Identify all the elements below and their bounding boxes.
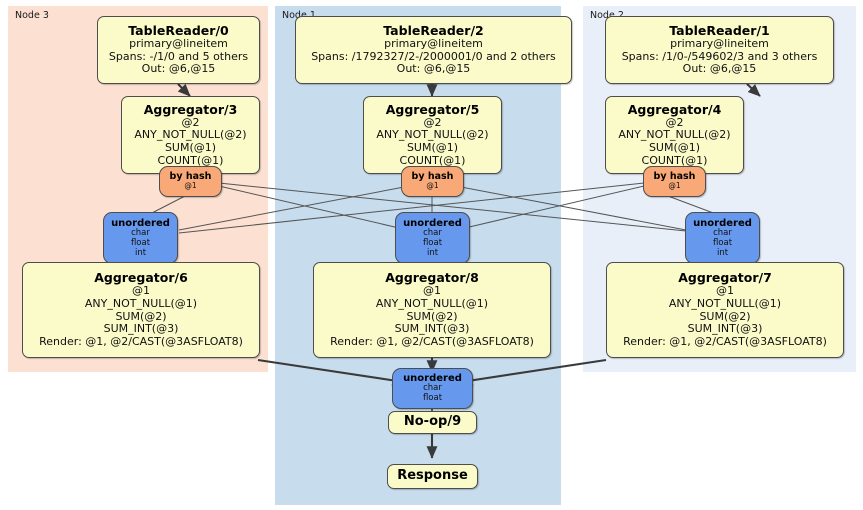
node-detail-line: char	[131, 227, 150, 238]
node-detail-line: primary@lineitem	[384, 36, 483, 50]
node-detail-line: char	[423, 227, 442, 238]
node-tablereader0[interactable]: TableReader/0 primary@lineitem Spans: -/…	[97, 16, 260, 84]
node-detail-line: Spans: /1792327/2-/2000001/0 and 2 other…	[311, 49, 556, 63]
node-detail-line: SUM_INT(@3)	[687, 322, 763, 336]
node-panel-label-node2: Node 2	[590, 10, 624, 21]
node-aggregator5[interactable]: Aggregator/5 @2 ANY_NOT_NULL(@2) SUM(@1)…	[363, 96, 502, 174]
node-detail-line: Out: @6,@15	[682, 62, 757, 76]
node-byhash-aggregator3[interactable]: by hash @1	[159, 166, 222, 197]
node-title: Aggregator/7	[678, 270, 772, 286]
node-detail-line: @1	[716, 284, 734, 298]
node-detail-line: COUNT(@1)	[399, 153, 466, 167]
node-title: Aggregator/6	[94, 270, 188, 286]
node-detail-line: SUM_INT(@3)	[394, 322, 470, 336]
node-tablereader2[interactable]: TableReader/2 primary@lineitem Spans: /1…	[295, 16, 572, 84]
node-detail-line: primary@lineitem	[670, 36, 769, 50]
node-title: No-op/9	[403, 414, 462, 430]
node-detail-line: COUNT(@1)	[157, 153, 224, 167]
node-unordered8[interactable]: unordered char float int	[395, 212, 470, 264]
node-title: unordered	[693, 217, 752, 229]
node-response[interactable]: Response	[387, 464, 478, 489]
node-detail-line: float	[712, 237, 733, 248]
node-byhash-aggregator5[interactable]: by hash @1	[401, 166, 464, 197]
node-detail-line: ANY_NOT_NULL(@2)	[618, 128, 731, 142]
node-detail-line: int	[426, 247, 439, 258]
node-title: unordered	[403, 373, 462, 385]
node-detail-line: COUNT(@1)	[641, 153, 708, 167]
node-aggregator6[interactable]: Aggregator/6 @1 ANY_NOT_NULL(@1) SUM(@2)…	[22, 262, 260, 358]
node-aggregator4[interactable]: Aggregator/4 @2 ANY_NOT_NULL(@2) SUM(@1)…	[605, 96, 744, 174]
node-title: Response	[397, 468, 468, 484]
node-detail-line: SUM(@2)	[699, 309, 751, 323]
node-detail-line: Spans: /1/0-/549602/3 and 3 others	[621, 49, 818, 63]
node-tablereader1[interactable]: TableReader/1 primary@lineitem Spans: /1…	[605, 16, 834, 84]
node-aggregator8[interactable]: Aggregator/8 @1 ANY_NOT_NULL(@1) SUM(@2)…	[313, 262, 551, 358]
node-panel-label-node1: Node 1	[282, 10, 316, 21]
node-unordered7[interactable]: unordered char float int	[685, 212, 760, 264]
node-detail-line: @1	[184, 181, 197, 191]
node-title: TableReader/1	[669, 22, 770, 38]
node-unordered6[interactable]: unordered char float int	[103, 212, 178, 264]
node-detail-line: SUM(@1)	[648, 141, 701, 154]
node-detail-line: @1	[668, 181, 681, 191]
node-title: by hash	[653, 170, 696, 182]
node-detail-line: SUM(@1)	[164, 141, 217, 154]
node-noop9[interactable]: No-op/9	[388, 411, 477, 434]
node-detail-line: float	[130, 237, 151, 248]
node-title: Aggregator/3	[143, 101, 238, 117]
node-title: by hash	[411, 170, 454, 182]
node-aggregator3[interactable]: Aggregator/3 @2 ANY_NOT_NULL(@2) SUM(@1)…	[121, 96, 260, 174]
node-detail-line: ANY_NOT_NULL(@1)	[668, 296, 782, 310]
node-title: unordered	[111, 217, 170, 229]
node-title: TableReader/0	[128, 22, 229, 38]
node-detail-line: SUM_INT(@3)	[103, 322, 179, 336]
node-title: Aggregator/8	[385, 270, 479, 286]
node-detail-line: @2	[423, 115, 442, 129]
node-detail-line: SUM(@1)	[406, 141, 459, 154]
node-detail-line: @2	[181, 115, 200, 129]
node-detail-line: ANY_NOT_NULL(@1)	[375, 296, 489, 310]
node-aggregator7[interactable]: Aggregator/7 @1 ANY_NOT_NULL(@1) SUM(@2)…	[606, 262, 844, 358]
node-detail-line: @2	[665, 115, 684, 129]
node-title: by hash	[169, 170, 212, 182]
node-detail-line: Spans: -/1/0 and 5 others	[108, 49, 249, 63]
node-detail-line: ANY_NOT_NULL(@2)	[134, 128, 247, 142]
node-detail-line: char	[423, 383, 442, 394]
node-title: unordered	[403, 217, 462, 229]
node-detail-line: @1	[132, 284, 150, 298]
node-detail-line: Render: @1, @2/CAST(@3ASFLOAT8)	[623, 335, 827, 349]
node-detail-line: float	[422, 393, 443, 404]
node-detail-line: char	[713, 227, 732, 238]
node-panel-label-node3: Node 3	[15, 10, 49, 21]
node-detail-line: @1	[426, 181, 439, 191]
node-detail-line: Render: @1, @2/CAST(@3ASFLOAT8)	[39, 335, 243, 349]
node-detail-line: primary@lineitem	[129, 36, 228, 50]
node-detail-line: Render: @1, @2/CAST(@3ASFLOAT8)	[330, 335, 534, 349]
node-byhash-aggregator4[interactable]: by hash @1	[643, 166, 706, 197]
node-title: TableReader/2	[383, 22, 484, 38]
node-detail-line: @1	[423, 284, 441, 298]
node-detail-line: ANY_NOT_NULL(@1)	[84, 296, 198, 310]
node-detail-line: SUM(@2)	[406, 309, 458, 323]
node-detail-line: int	[134, 247, 147, 258]
node-detail-line: ANY_NOT_NULL(@2)	[376, 128, 489, 142]
node-title: Aggregator/5	[385, 101, 480, 117]
node-detail-line: Out: @6,@15	[141, 62, 216, 76]
node-detail-line: Out: @6,@15	[396, 62, 471, 76]
node-unordered-final[interactable]: unordered char float	[392, 368, 473, 409]
node-detail-line: int	[716, 247, 729, 258]
node-detail-line: float	[422, 237, 443, 248]
node-detail-line: SUM(@2)	[115, 309, 167, 323]
node-title: Aggregator/4	[627, 101, 722, 117]
